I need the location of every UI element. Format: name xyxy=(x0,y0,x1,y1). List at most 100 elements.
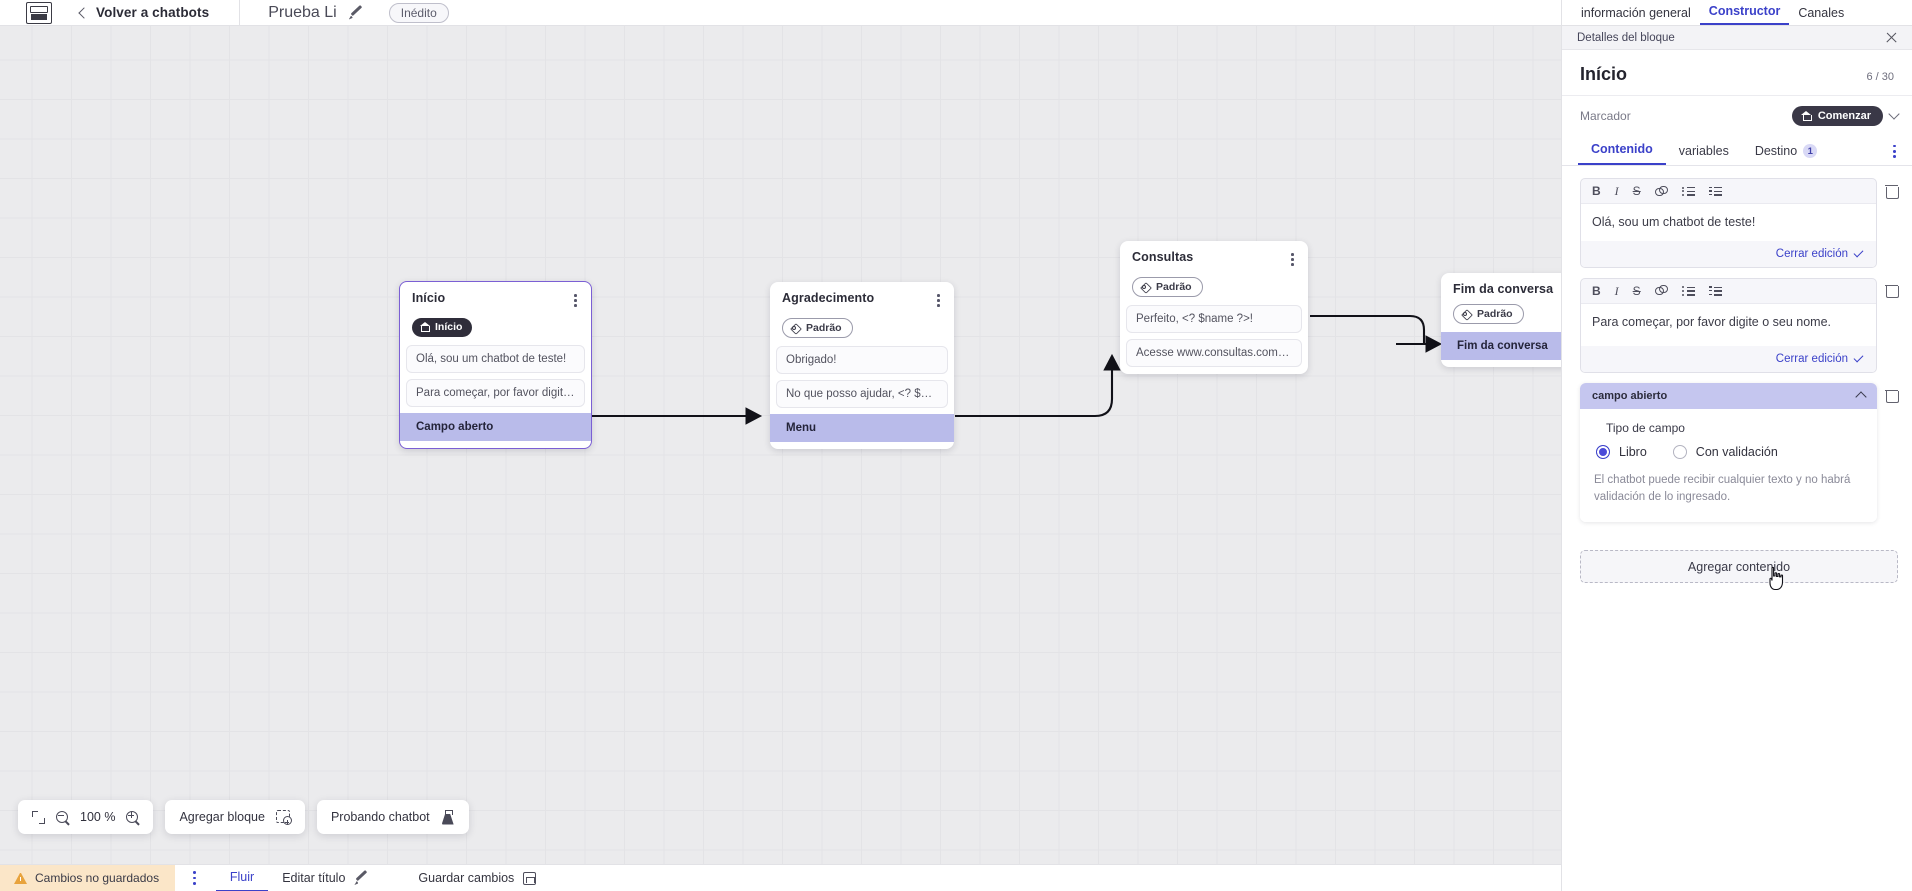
numbered-list-icon[interactable] xyxy=(1708,285,1722,296)
chevron-up-icon[interactable] xyxy=(1855,391,1867,403)
link-icon[interactable] xyxy=(1654,285,1668,296)
sub-tab-label: Contenido xyxy=(1591,142,1653,156)
node-tag-row: Padrão xyxy=(770,310,954,346)
bullet-list-icon[interactable] xyxy=(1681,285,1695,297)
panel-header: Detalles del bloque xyxy=(1562,26,1912,50)
node-tag-label: Início xyxy=(435,321,463,334)
strikethrough-icon[interactable]: S xyxy=(1632,283,1641,298)
back-to-chatbots-button[interactable]: Volver a chatbots xyxy=(78,5,209,20)
edge-agradecimento-consultas xyxy=(955,353,1121,418)
marker-row: Marcador Comenzar xyxy=(1562,96,1912,136)
node-rows: Olá, sou um chatbot de teste! Para começ… xyxy=(400,345,591,442)
node-tag-row: Padrão xyxy=(1120,269,1308,305)
node-row-message[interactable]: Acesse www.consultas.com par... xyxy=(1126,338,1302,367)
node-header: Fim da conversa xyxy=(1441,282,1561,296)
edit-title-button[interactable]: Editar título xyxy=(268,865,382,891)
editor-toolbar: B I S xyxy=(1581,179,1876,204)
numbered-list-icon[interactable] xyxy=(1708,186,1722,197)
tag-icon xyxy=(790,323,801,333)
content-editor-block: B I S Para começar, por favor digite o s… xyxy=(1580,277,1899,373)
statusbar-menu-icon[interactable] xyxy=(193,871,196,885)
node-title: Fim da conversa xyxy=(1453,282,1554,296)
panel-more-icon[interactable] xyxy=(1893,144,1896,158)
chevron-left-icon xyxy=(78,6,90,19)
flow-node-fim-da-conversa[interactable]: Fim da conversa Padrão Fim da conversa xyxy=(1441,273,1561,367)
close-edit-link[interactable]: Cerrar edición xyxy=(1775,352,1848,365)
node-row-action[interactable]: Menu xyxy=(770,413,954,442)
node-menu-icon[interactable] xyxy=(935,291,942,310)
tab-constructor[interactable]: Constructor xyxy=(1699,4,1790,25)
tab-canales[interactable]: Canales xyxy=(1798,6,1845,20)
unsaved-changes-label: Cambios no guardados xyxy=(35,871,160,885)
tab-fluir[interactable]: Fluir xyxy=(215,865,269,891)
flow-canvas[interactable]: Início Início Olá, sou um chatbot de tes… xyxy=(0,26,1561,864)
close-edit-link[interactable]: Cerrar edición xyxy=(1775,247,1848,260)
block-title: Início xyxy=(1580,64,1628,84)
radio-dot-selected xyxy=(1596,444,1610,459)
bullet-list-icon[interactable] xyxy=(1681,186,1695,197)
node-title: Agradecimento xyxy=(782,291,875,305)
rich-text-editor[interactable]: B I S Olá, sou um chatbot de teste! Cerr… xyxy=(1580,178,1877,268)
add-content-button[interactable]: Agregar contenido xyxy=(1580,550,1898,591)
check-icon[interactable] xyxy=(1854,250,1865,257)
sub-tab-destino[interactable]: Destino 1 xyxy=(1742,144,1830,165)
close-icon[interactable] xyxy=(1885,31,1898,44)
node-tag-row: Início xyxy=(400,310,591,346)
radio-libro[interactable]: Libro xyxy=(1596,444,1647,459)
editor-text[interactable]: Olá, sou um chatbot de teste! xyxy=(1581,204,1876,241)
node-header: Consultas xyxy=(1120,250,1308,269)
node-row-action[interactable]: Campo aberto xyxy=(400,413,591,442)
delete-icon[interactable] xyxy=(1885,184,1899,199)
zoom-controls[interactable]: 100 % xyxy=(18,800,154,834)
unsaved-changes-indicator: Cambios no guardados xyxy=(0,864,176,891)
add-block-button[interactable]: Agregar bloque xyxy=(165,800,305,834)
field-card-header[interactable]: campo abierto xyxy=(1580,382,1877,409)
link-icon[interactable] xyxy=(1654,185,1668,197)
editor-text[interactable]: Para começar, por favor digite o seu nom… xyxy=(1581,303,1876,346)
sub-tab-contenido[interactable]: Contenido xyxy=(1578,142,1666,165)
node-row-message[interactable]: Olá, sou um chatbot de teste! xyxy=(406,345,585,374)
node-row-message[interactable]: Perfeito, <? $name ?>! xyxy=(1126,304,1302,333)
fit-screen-icon[interactable] xyxy=(32,810,45,824)
sub-tab-variables[interactable]: variables xyxy=(1666,144,1742,165)
flow-node-inicio[interactable]: Início Início Olá, sou um chatbot de tes… xyxy=(399,281,592,450)
add-block-label: Agregar bloque xyxy=(179,810,265,824)
marker-badge[interactable]: Comenzar xyxy=(1791,106,1883,126)
home-icon xyxy=(1801,111,1812,121)
node-menu-icon[interactable] xyxy=(572,291,579,310)
chevron-down-icon[interactable] xyxy=(1888,108,1900,120)
test-chatbot-button[interactable]: Probando chatbot xyxy=(316,800,469,834)
bold-icon[interactable]: B xyxy=(1592,184,1601,198)
strikethrough-icon[interactable]: S xyxy=(1632,184,1641,198)
edit-pencil-icon[interactable] xyxy=(349,6,363,20)
sub-tab-label: variables xyxy=(1678,144,1729,158)
radio-con-validacion[interactable]: Con validación xyxy=(1672,444,1778,459)
node-row-action[interactable]: Fim da conversa xyxy=(1441,332,1561,360)
node-row-message[interactable]: Obrigado! xyxy=(776,345,948,374)
block-title-row: Início 6 / 30 xyxy=(1562,50,1912,96)
node-header: Início xyxy=(400,291,591,310)
node-row-message[interactable]: No que posso ajudar, <? $name ... xyxy=(776,379,948,408)
node-tag-label: Padrão xyxy=(1156,280,1192,293)
save-changes-label: Guardar cambios xyxy=(418,871,515,885)
node-menu-icon[interactable] xyxy=(1289,250,1296,269)
rich-text-editor[interactable]: B I S Para começar, por favor digite o s… xyxy=(1580,277,1877,373)
node-rows: Fim da conversa xyxy=(1441,332,1561,360)
save-changes-button[interactable]: Guardar cambios xyxy=(404,865,550,891)
node-row-message[interactable]: Para começar, por favor digite o ... xyxy=(406,379,585,408)
delete-icon[interactable] xyxy=(1885,284,1899,299)
flow-node-agradecimento[interactable]: Agradecimento Padrão Obrigado! No que po… xyxy=(770,282,954,449)
block-count: 6 / 30 xyxy=(1866,71,1894,83)
italic-icon[interactable]: I xyxy=(1614,184,1619,198)
delete-icon[interactable] xyxy=(1885,389,1899,404)
tab-informacion-general[interactable]: información general xyxy=(1581,6,1691,20)
content-editor-block: B I S Olá, sou um chatbot de teste! Cerr… xyxy=(1580,178,1899,268)
node-rows: Obrigado! No que posso ajudar, <? $name … xyxy=(770,345,954,442)
zoom-in-icon[interactable] xyxy=(126,810,139,824)
flow-node-consultas[interactable]: Consultas Padrão Perfeito, <? $name ?>! … xyxy=(1120,241,1308,374)
radio-label: Con validación xyxy=(1695,444,1778,459)
bold-icon[interactable]: B xyxy=(1592,283,1601,298)
italic-icon[interactable]: I xyxy=(1614,283,1619,298)
zoom-out-icon[interactable] xyxy=(56,810,69,824)
check-icon[interactable] xyxy=(1854,355,1865,362)
